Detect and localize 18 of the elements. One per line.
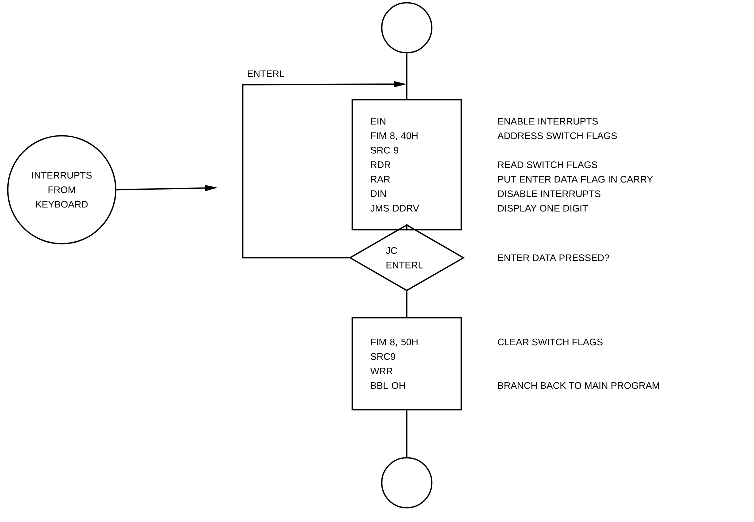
connector-circle — [381, 457, 433, 509]
comment-text: DISABLE INTERRUPTS — [498, 190, 601, 198]
comment-text: ENABLE INTERRUPTS — [498, 118, 598, 125]
comment-text: CLEAR SWITCH FLAGS — [498, 338, 603, 346]
comment-text: READ SWITCH FLAGS — [498, 162, 598, 168]
comment-text: DISPLAY ONE DIGIT — [498, 205, 588, 212]
flow-line — [406, 54, 408, 100]
comment-text: BRANCH BACK TO MAIN PROGRAM — [498, 382, 660, 390]
flow-line — [406, 292, 408, 318]
connector-circle — [381, 2, 433, 54]
flow-line — [406, 224, 408, 231]
edge-label: ENTERL — [246, 70, 286, 78]
flow-line — [406, 410, 408, 458]
comment-text: ENTER DATA PRESSED? — [498, 254, 610, 262]
comment-text: ADDRESS SWITCH FLAGS — [498, 132, 618, 140]
comment-text: PUT ENTER DATA FLAG IN CARRY — [498, 176, 654, 183]
process-box: EIN FIM 8, 40H SRC 9 RDR RAR DIN JMS DDRV — [352, 99, 462, 231]
process-box: FIM 8, 50H SRC9 WRR BBL OH — [352, 317, 462, 411]
